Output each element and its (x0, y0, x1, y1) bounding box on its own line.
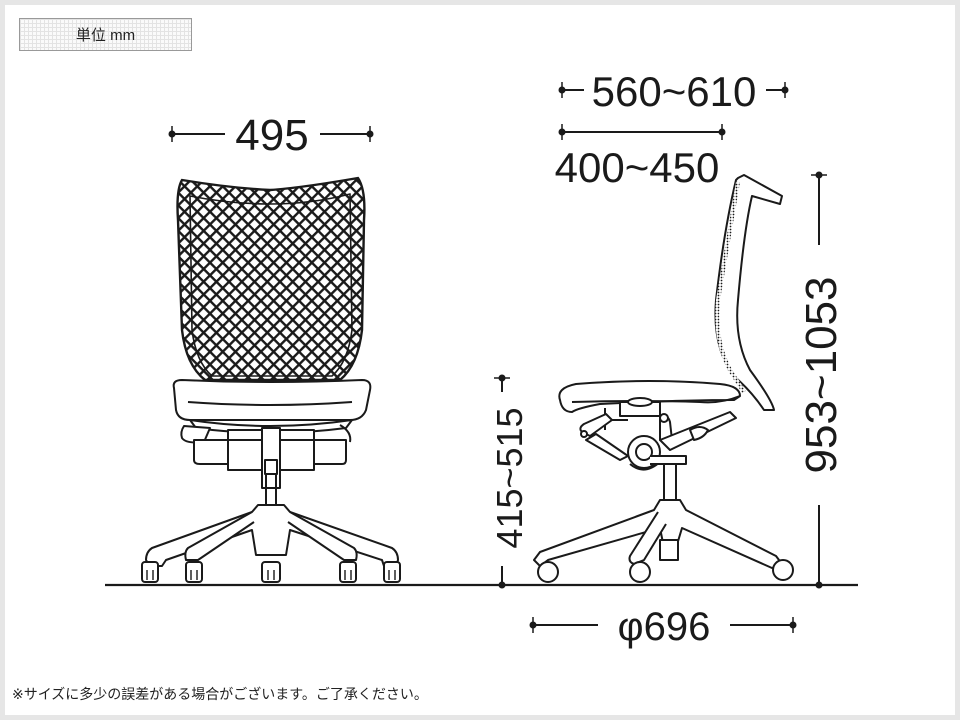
overall-depth-dimension: 560~610 (558, 68, 789, 115)
tolerance-note: ※サイズに多少の誤差がある場合がございます。ご了承ください。 (12, 687, 428, 703)
front-view-chair (141, 176, 401, 583)
front-casters (141, 561, 401, 583)
seat-height-label: 415~515 (489, 407, 530, 548)
seat-height-dimension: 415~515 (489, 374, 530, 589)
drawing-panel (5, 5, 955, 715)
front-width-label: 495 (235, 111, 308, 160)
seat-depth-dimension: 400~450 (555, 124, 726, 191)
overall-height-dimension: 953~1053 (797, 171, 846, 589)
overall-height-label: 953~1053 (797, 277, 846, 474)
unit-label: 単位 mm (75, 27, 136, 44)
unit-label-box: 単位 mm (19, 18, 192, 51)
seat-depth-label: 400~450 (555, 144, 720, 191)
side-view-chair (533, 174, 794, 583)
base-diameter-dimension: φ696 (529, 605, 797, 649)
front-width-dimension: 495 (168, 111, 374, 160)
base-diameter-label: φ696 (618, 605, 711, 649)
overall-depth-label: 560~610 (592, 68, 757, 115)
